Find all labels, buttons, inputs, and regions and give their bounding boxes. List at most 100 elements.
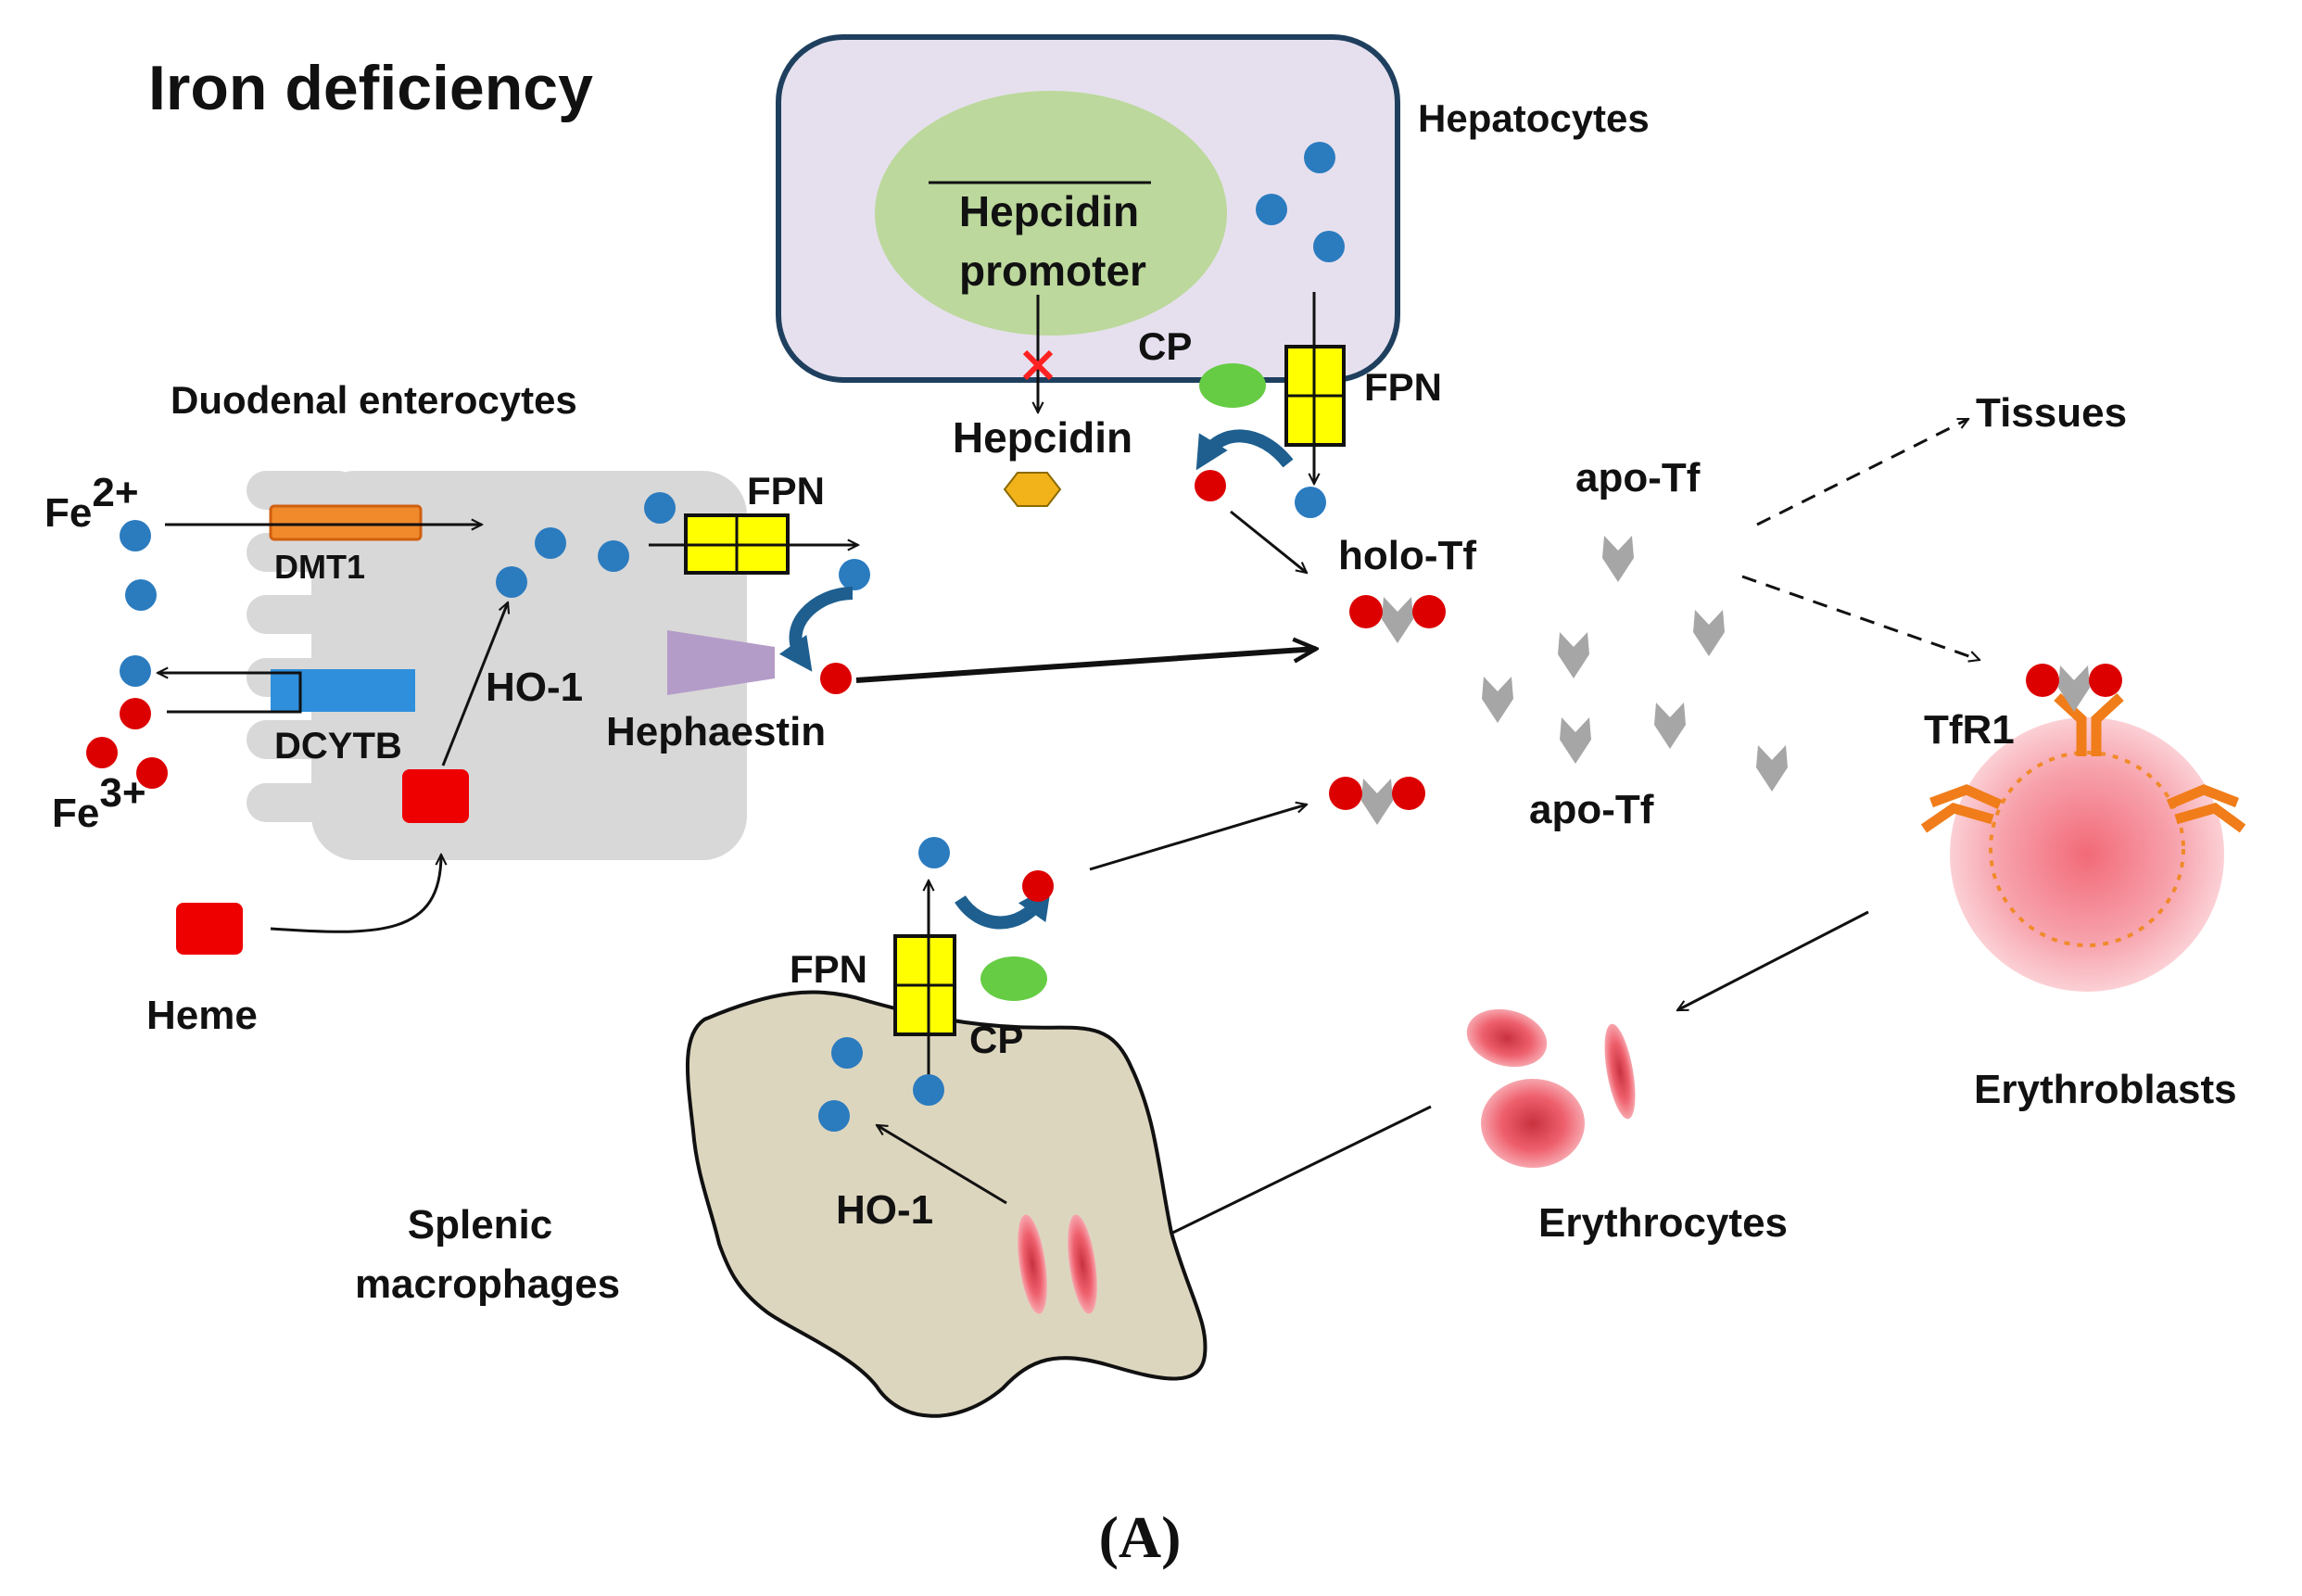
engulfed-erythrocyte — [1018, 1214, 1047, 1314]
fpn-gut-label: FPN — [747, 469, 825, 513]
iron-fe3-dot — [820, 663, 852, 694]
iron-fe2-dot — [918, 837, 950, 868]
cp-macrophage-ellipse — [980, 956, 1047, 1001]
iron-fe2-dot — [535, 527, 566, 559]
macrophage-cp-curved-arrow — [955, 885, 1052, 930]
hephaestin-shape — [667, 630, 775, 695]
enterocyte-body — [311, 471, 747, 860]
blocked-x-icon — [1022, 349, 1054, 381]
iron-fe2-dot — [1256, 194, 1287, 225]
apo-transferrin — [1482, 677, 1513, 723]
tissues-label: Tissues — [1976, 390, 2127, 436]
tfr1-receptor — [1920, 692, 2246, 833]
apo-transferrin — [1560, 717, 1591, 764]
duodenal-enterocytes-label: Duodenal enterocytes — [171, 378, 577, 422]
fpn-macrophage-label: FPN — [790, 947, 867, 991]
erythrocytes-label: Erythrocytes — [1538, 1200, 1788, 1246]
ho1-gut-arrow — [441, 602, 508, 766]
hepcidin-promoter-label-2: promoter — [959, 247, 1146, 295]
iron-fe3-dot — [136, 757, 168, 789]
enterocyte-villus — [247, 533, 358, 572]
iron-fe2-dot — [839, 559, 870, 590]
apo-transferrin — [1654, 703, 1686, 749]
holo-transferrin-bound — [2026, 664, 2122, 712]
dmt1-label: DMT1 — [274, 548, 365, 586]
dmt1-transporter — [269, 504, 423, 541]
ho1-macrophage-arrow — [877, 1123, 1007, 1205]
erythrocytes-group — [1466, 1008, 1636, 1168]
cp-oxidation-curved-arrow — [1195, 429, 1294, 471]
fe2-label: Fe2+ — [44, 470, 139, 536]
holo-tf-label: holo-Tf — [1338, 533, 1476, 578]
cp-liver-ellipse — [1199, 363, 1266, 408]
hepatocyte-cell: Hepcidin promoter Hepatocytes — [776, 34, 1650, 383]
iron-fe2-dot — [913, 1074, 944, 1106]
apo-transferrin — [1558, 632, 1589, 678]
hepatocytes-label: Hepatocytes — [1418, 96, 1650, 140]
liver-to-holo-tf-arrow — [1230, 510, 1307, 573]
dcytb-reductase — [271, 669, 415, 712]
apo-tf-bottom-label: apo-Tf — [1529, 787, 1654, 832]
iron-fe2-dot — [125, 579, 157, 611]
iron-fe3-dot — [1022, 870, 1054, 902]
iron-fe3-dot — [120, 698, 151, 729]
enterocyte-villus — [247, 595, 358, 634]
erythrocyte — [1481, 1079, 1585, 1168]
splenic-label-1: Splenic — [408, 1202, 553, 1248]
fe3-label: Fe3+ — [52, 770, 146, 836]
to-tissues-dashed-arrow — [1756, 417, 1968, 526]
erythroblast-maturation-arrow — [1677, 910, 1869, 1012]
holo-transferrin — [1329, 777, 1425, 825]
erythroblasts-label: Erythroblasts — [1974, 1067, 2237, 1112]
tfr1-label: TfR1 — [1924, 707, 2015, 753]
iron-fe3-dot — [86, 737, 118, 768]
hepcidin-promoter-label-1: Hepcidin — [959, 187, 1139, 235]
macrophage-cell — [686, 990, 1208, 1418]
cp-macrophage-label: CP — [969, 1018, 1023, 1061]
erythrocyte — [1604, 1023, 1636, 1120]
splenic-label-2: macrophages — [355, 1261, 620, 1307]
dcytb-label: DCYTB — [274, 726, 402, 766]
dcytb-bracket — [167, 671, 302, 714]
iron-fe2-dot — [1313, 231, 1345, 262]
iron-fe2-dot — [120, 655, 151, 687]
iron-fe2-dot — [120, 520, 151, 551]
hepcidin-label: Hepcidin — [953, 413, 1132, 462]
iron-fe2-dot — [831, 1037, 863, 1069]
iron-fe3-dot — [1195, 470, 1226, 501]
enterocyte-villus — [247, 783, 358, 822]
erythrocyte — [1466, 1008, 1548, 1068]
erythroblast-cell — [1950, 717, 2224, 992]
iron-fe2-dot — [818, 1100, 850, 1132]
apo-transferrin — [1693, 610, 1725, 656]
hepatocyte-nucleus — [875, 91, 1227, 336]
engulfed-erythrocyte — [1068, 1214, 1097, 1314]
hephaestin-label: Hephaestin — [606, 709, 826, 754]
iron-fe2-dot — [496, 566, 527, 598]
heme-label: Heme — [146, 993, 258, 1038]
heme-dietary — [176, 903, 243, 955]
apo-tf-top-label: apo-Tf — [1575, 455, 1701, 500]
apo-transferrin — [1756, 745, 1788, 792]
hepcidin-hexagon-icon — [1003, 472, 1062, 507]
holo-transferrin — [1349, 595, 1446, 643]
cp-liver-label: CP — [1138, 324, 1192, 368]
diagram-title: Iron deficiency — [148, 53, 593, 123]
macrophage-to-holo-tf-arrow — [1089, 804, 1307, 871]
apo-transferrin — [1602, 536, 1634, 582]
iron-fe2-dot — [1304, 142, 1335, 173]
panel-label: (A) — [1099, 1504, 1182, 1570]
iron-fe2-dot — [598, 540, 629, 572]
gut-to-holo-tf-arrow — [855, 649, 1316, 683]
enterocyte-villus — [247, 471, 358, 510]
erythroblast-nucleus — [1989, 751, 2185, 947]
heme-intracellular — [402, 769, 469, 823]
enterocyte-villus — [247, 720, 358, 759]
ho1-macrophage-label: HO-1 — [836, 1187, 933, 1233]
hephaestin-oxidation-curved-arrow — [778, 587, 854, 672]
fpn-liver-label: FPN — [1364, 365, 1442, 409]
heme-uptake-arrow — [270, 855, 441, 933]
iron-fe2-dot — [644, 492, 676, 524]
ho1-gut-label: HO-1 — [486, 665, 583, 710]
